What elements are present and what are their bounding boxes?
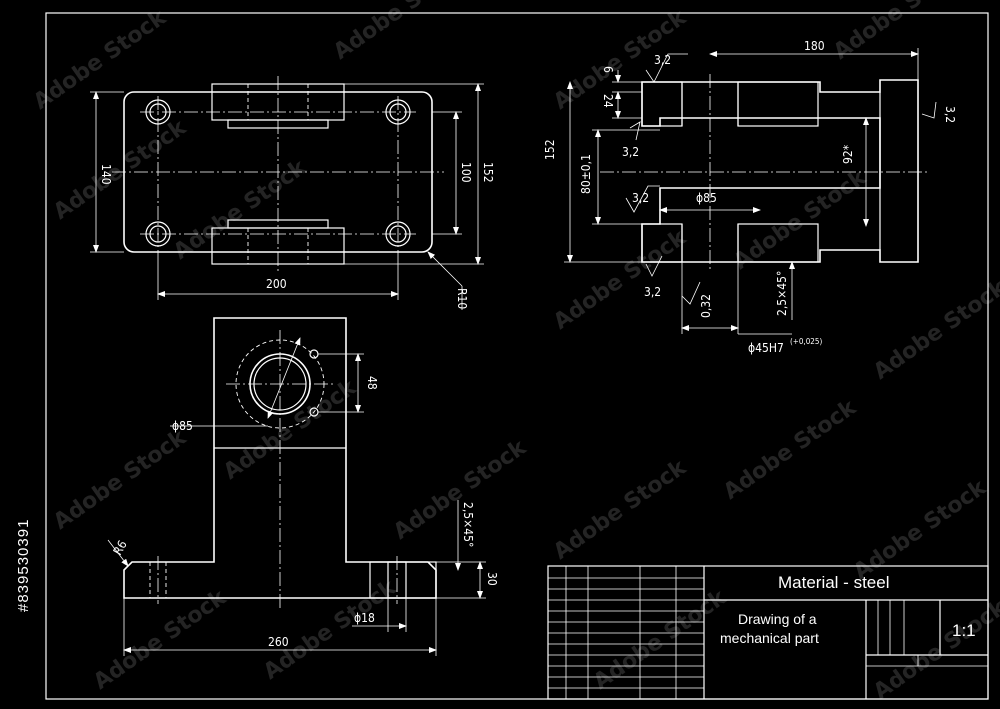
svg-text:Adobe Stock: Adobe Stock: [29, 5, 172, 115]
drawing-frame: [45, 12, 989, 700]
dim-section-flange: 24: [601, 94, 615, 108]
title-block: Material - steel Drawing of a mechanical…: [547, 565, 989, 700]
roughness-bottom: 3,2: [644, 285, 661, 299]
section-hatch: [737, 81, 819, 127]
dim-section-thickness: 6: [601, 66, 615, 73]
svg-text:Adobe Stock: Adobe Stock: [549, 455, 692, 565]
dim-top-hole-spacing: 100: [459, 162, 473, 183]
svg-text:Adobe Stock: Adobe Stock: [829, 0, 972, 65]
dim-front-chamfer: 2,5×45°: [461, 502, 475, 547]
top-view: 200 140 100 152 R10: [90, 76, 495, 310]
svg-text:Adobe Stock: Adobe Stock: [329, 0, 472, 65]
svg-text:Adobe Stock: Adobe Stock: [549, 225, 692, 335]
title-line-1: Drawing of a: [738, 611, 817, 627]
dim-section-bore: ϕ85: [696, 191, 717, 205]
roughness-top: 3,2: [654, 53, 671, 67]
dim-front-radius: R6: [110, 538, 129, 558]
dim-corner-radius: R10: [455, 288, 469, 309]
stock-id: #839530391: [15, 519, 32, 612]
dim-section-tolerance: 80±0,1: [579, 154, 593, 194]
section-view: 180 6 24 152 80±0,1 92* ϕ85 ϕ45H7 (+0,02…: [543, 39, 957, 355]
roughness-right: 3,2: [943, 106, 957, 123]
svg-text:Adobe Stock: Adobe Stock: [89, 585, 232, 695]
dim-top-width: 200: [266, 277, 287, 291]
roughness-inner: 3,2: [632, 191, 649, 205]
svg-text:Adobe Stock: Adobe Stock: [589, 585, 732, 695]
dim-section-length: 180: [804, 39, 825, 53]
section-hatch: [641, 81, 683, 127]
dim-section-fit: ϕ45H7: [748, 341, 784, 355]
roughness-bore: 0,32: [699, 294, 713, 318]
svg-text:Adobe Stock: Adobe Stock: [869, 275, 1000, 385]
dim-top-height-outer: 140: [99, 164, 113, 185]
dim-front-base-height: 30: [485, 572, 499, 586]
svg-text:Adobe Stock: Adobe Stock: [49, 115, 192, 225]
dim-front-bore: ϕ85: [172, 419, 193, 433]
dim-section-chamfer: 2,5×45°: [775, 271, 789, 316]
dim-section-fit-tolerance: (+0,025): [790, 337, 822, 346]
title-scale: 1:1: [952, 621, 976, 640]
svg-text:Adobe Stock: Adobe Stock: [259, 575, 402, 685]
svg-text:Adobe Stock: Adobe Stock: [389, 435, 532, 545]
dim-front-hole: ϕ18: [354, 611, 375, 625]
watermark: Adobe Stock Adobe Stock Adobe Stock Adob…: [29, 0, 1000, 705]
svg-text:Adobe Stock: Adobe Stock: [719, 395, 862, 505]
dim-section-height: 152: [543, 139, 557, 160]
svg-text:Adobe Stock: Adobe Stock: [729, 165, 872, 275]
dim-front-length: 260: [268, 635, 289, 649]
svg-text:Adobe Stock: Adobe Stock: [869, 595, 1000, 705]
dim-section-inner: 92*: [841, 144, 855, 164]
front-view: ϕ85 48 R6 2,5×45° 30 ϕ18 260: [107, 317, 499, 656]
svg-text:Adobe Stock: Adobe Stock: [219, 375, 362, 485]
dim-top-overall-height: 152: [481, 162, 495, 183]
svg-text:Adobe Stock: Adobe Stock: [849, 475, 992, 585]
dim-front-boss: 48: [365, 376, 379, 390]
title-material: Material - steel: [778, 573, 889, 592]
title-line-2: mechanical part: [720, 630, 819, 646]
svg-text:Adobe Stock: Adobe Stock: [49, 425, 192, 535]
roughness-mid: 3,2: [622, 145, 639, 159]
svg-text:Adobe Stock: Adobe Stock: [169, 155, 312, 265]
